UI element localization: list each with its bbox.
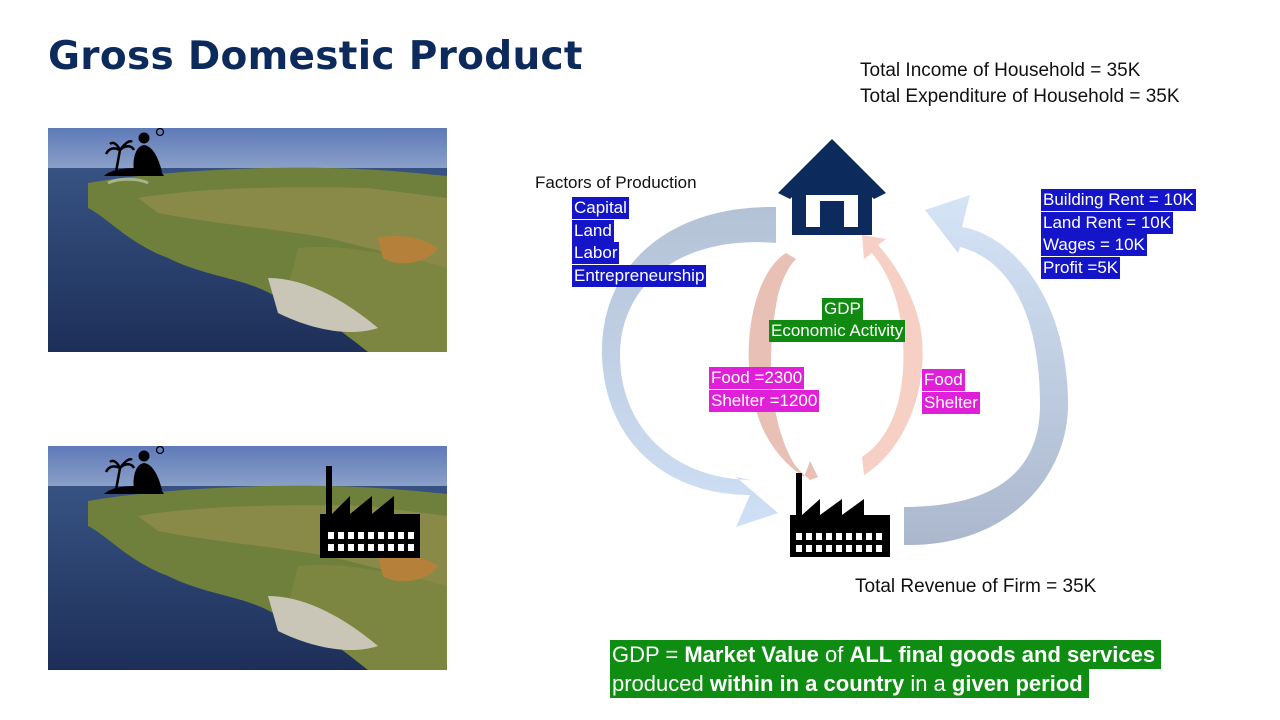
island-photo-top	[48, 128, 447, 352]
gdp-label: GDP	[822, 298, 863, 320]
payment-item: Profit =5K	[1041, 256, 1121, 279]
def-bold: within in a country	[709, 671, 905, 696]
household-expenditure: Total Expenditure of Household = 35K	[860, 86, 1180, 107]
spend-item: Food =2300	[709, 367, 805, 389]
payments-list: Building Rent = 10K Land Rent = 10K Wage…	[1041, 189, 1196, 279]
firm-revenue: Total Revenue of Firm = 35K	[855, 576, 1097, 597]
island-person-icon	[104, 446, 165, 494]
payment-item: Building Rent = 10K	[1041, 189, 1196, 211]
factor-item: Capital	[572, 197, 629, 219]
house-icon	[778, 139, 886, 235]
factors-heading: Factors of Production	[535, 173, 697, 192]
factor-item: Entrepreneurship	[572, 264, 707, 287]
household-income: Total Income of Household = 35K	[860, 60, 1141, 81]
inner-arrow-right	[862, 235, 923, 475]
def-bold: Market Value	[684, 642, 819, 667]
factor-item: Land	[572, 219, 614, 242]
goods-item: Shelter	[922, 391, 980, 414]
spend-item: Shelter =1200	[709, 389, 820, 412]
factory-icon	[320, 466, 420, 558]
def-text: GDP =	[612, 642, 685, 667]
def-bold: final goods and services	[898, 642, 1156, 667]
island-person-icon	[104, 128, 165, 176]
factors-list: Capital Land Labor Entrepreneurship	[572, 197, 707, 287]
definition-line-1: GDP = Market Value of ALL final goods an…	[610, 640, 1162, 669]
def-text: produced	[612, 671, 710, 696]
goods-list: Food Shelter	[922, 369, 980, 414]
goods-spend-list: Food =2300 Shelter =1200	[709, 367, 820, 412]
circular-flow-diagram	[601, 139, 1068, 557]
goods-item: Food	[922, 369, 965, 391]
def-bold: given period	[951, 671, 1083, 696]
inner-arrow-left	[748, 253, 818, 480]
outer-arrow-right	[904, 195, 1068, 546]
payment-item: Wages = 10K	[1041, 234, 1147, 256]
def-text: in a	[904, 671, 952, 696]
island-photo-bottom	[48, 446, 447, 670]
outer-arrow-left	[601, 206, 778, 527]
payment-item: Land Rent = 10K	[1041, 211, 1174, 234]
slide-title: Gross Domestic Product	[48, 34, 583, 79]
economic-activity-label: Economic Activity	[769, 320, 906, 342]
definition-line-2: produced within in a country in a given …	[610, 669, 1089, 698]
def-text: of	[818, 642, 850, 667]
factory-icon	[790, 473, 890, 557]
def-bold: ALL	[849, 642, 893, 667]
center-gdp: GDP	[822, 298, 863, 320]
gdp-definition: GDP = Market Value of ALL final goods an…	[610, 640, 1162, 698]
factor-item: Labor	[572, 242, 620, 264]
center-activity: Economic Activity	[769, 320, 906, 342]
